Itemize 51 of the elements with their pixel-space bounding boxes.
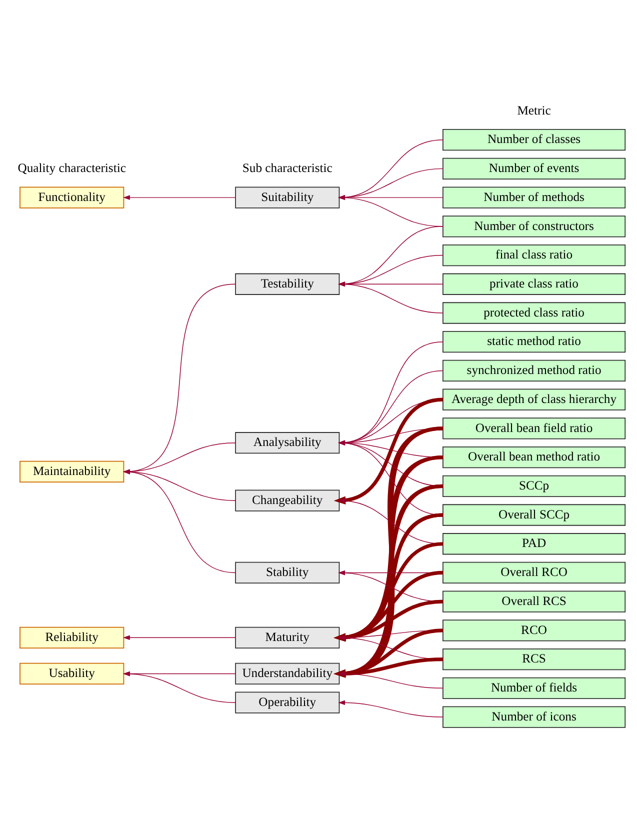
node-box: RCS: [442, 648, 626, 670]
node-box: Number of constructors: [442, 215, 626, 237]
node-box: SCCp: [442, 474, 626, 496]
arrow: [338, 281, 444, 313]
arrow: [123, 670, 236, 676]
node-box: Number of fields: [442, 676, 626, 698]
node-box: Number of classes: [442, 128, 626, 150]
node-box: Testability: [235, 272, 340, 294]
node-box: Number of events: [442, 157, 626, 180]
arrow: [123, 194, 236, 200]
node-box: Overall RCO: [442, 561, 626, 584]
node-box: RCO: [442, 619, 626, 641]
label: Metric: [517, 102, 551, 117]
arrow: [338, 194, 444, 200]
label: Quality characteristic: [18, 160, 126, 175]
node-box: static method ratio: [442, 330, 626, 352]
arrow: [338, 168, 444, 200]
node-box: Reliability: [20, 626, 124, 648]
node-box: Operability: [235, 691, 340, 713]
node-box: Overall bean field ratio: [442, 417, 626, 439]
node-box: Overall RCS: [442, 590, 626, 612]
node-box: protected class ratio: [442, 302, 626, 324]
node-box: Changeability: [235, 489, 340, 511]
node-box: Number of methods: [442, 186, 626, 208]
arrow: [123, 634, 236, 640]
node-box: Understandability: [235, 662, 340, 684]
node-box: Overall SCCp: [442, 504, 626, 526]
arrow: [338, 700, 444, 717]
node-box: private class ratio: [442, 272, 626, 294]
node-box: Analysability: [235, 432, 340, 454]
node-box: Number of icons: [442, 706, 626, 728]
node-box: Average depth of class hierarchy: [442, 388, 626, 410]
arrow: [338, 281, 444, 286]
node-box: Usability: [20, 662, 124, 684]
node-box: Overall bean method ratio: [442, 446, 626, 468]
arrow: [338, 194, 444, 226]
node-box: Maturity: [235, 626, 340, 648]
node-box: Maintainability: [20, 460, 124, 482]
arrow: [123, 670, 236, 702]
node-box: final class ratio: [442, 244, 626, 266]
node-box: Stability: [235, 561, 340, 584]
arrow: [338, 254, 444, 286]
arrow: [338, 138, 444, 200]
arrow: [334, 657, 443, 678]
node-box: Functionality: [20, 186, 124, 208]
node-box: Suitability: [235, 186, 340, 208]
arrow: [338, 226, 444, 286]
node-box: synchronized method ratio: [442, 359, 626, 382]
label: Sub characteristic: [242, 160, 332, 175]
node-box: PAD: [442, 532, 626, 554]
arrow: [338, 670, 444, 688]
